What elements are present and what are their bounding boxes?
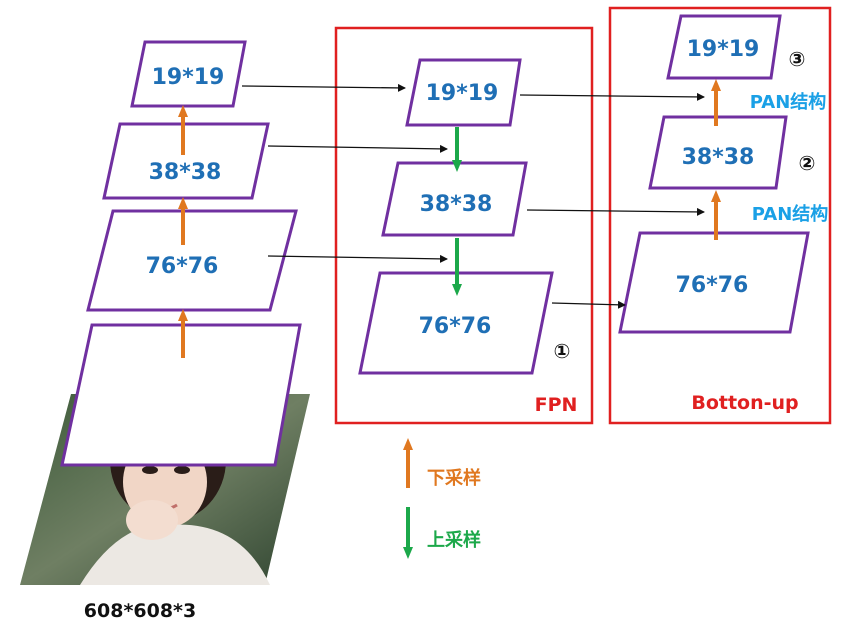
- fpn-38-box: [381, 161, 528, 237]
- fpn-panel: [334, 26, 594, 425]
- lateral-arrow: [241, 83, 406, 92]
- fpn-marker: ①: [554, 339, 571, 363]
- lateral-arrow: [267, 144, 448, 153]
- input-parallelogram: [60, 323, 302, 467]
- lateral-arrow: [267, 254, 448, 263]
- legend-upsample-label: 上采样: [427, 529, 481, 551]
- bottom-up-19-label: 19*19: [687, 37, 760, 62]
- backbone-column: 76*76 38*38 19*19: [86, 40, 298, 358]
- bottom-up-76-label: 76*76: [676, 273, 749, 298]
- lateral-arrow: [526, 207, 705, 216]
- backbone-19-box: [130, 40, 247, 108]
- fpn-19-label: 19*19: [426, 81, 499, 106]
- backbone-38-box: [102, 122, 270, 200]
- backbone-76-label: 76*76: [146, 254, 219, 279]
- fpn-76-label: 76*76: [419, 314, 492, 339]
- lateral-arrow: [519, 92, 705, 101]
- pan-label: PAN结构: [750, 91, 827, 113]
- bottom-up-76-box: [618, 231, 810, 334]
- bottom-up-marker-2: ②: [799, 151, 816, 175]
- legend-downsample-label: 下采样: [427, 467, 481, 489]
- input-size-label: 608*608*3: [84, 600, 196, 622]
- bottom-up-38-label: 38*38: [682, 145, 755, 170]
- bottom-up-title: Botton-up: [691, 392, 798, 414]
- fpn-19-box: [405, 58, 522, 127]
- backbone-38-label: 38*38: [149, 160, 222, 185]
- bottom-up-38-box: [648, 115, 788, 190]
- bottom-up-panel: [608, 6, 832, 425]
- bottom-up-19-box: [666, 14, 782, 80]
- backbone-19-label: 19*19: [152, 65, 225, 90]
- fpn-title: FPN: [535, 394, 578, 416]
- fpn-38-label: 38*38: [420, 192, 493, 217]
- legend: 下采样 上采样: [403, 438, 481, 559]
- bottom-up-marker-3: ③: [789, 47, 806, 71]
- lateral-arrow: [551, 300, 626, 309]
- pan-label: PAN结构: [752, 203, 829, 225]
- fpn-76-box: [358, 271, 554, 375]
- backbone-76-box: [86, 209, 298, 312]
